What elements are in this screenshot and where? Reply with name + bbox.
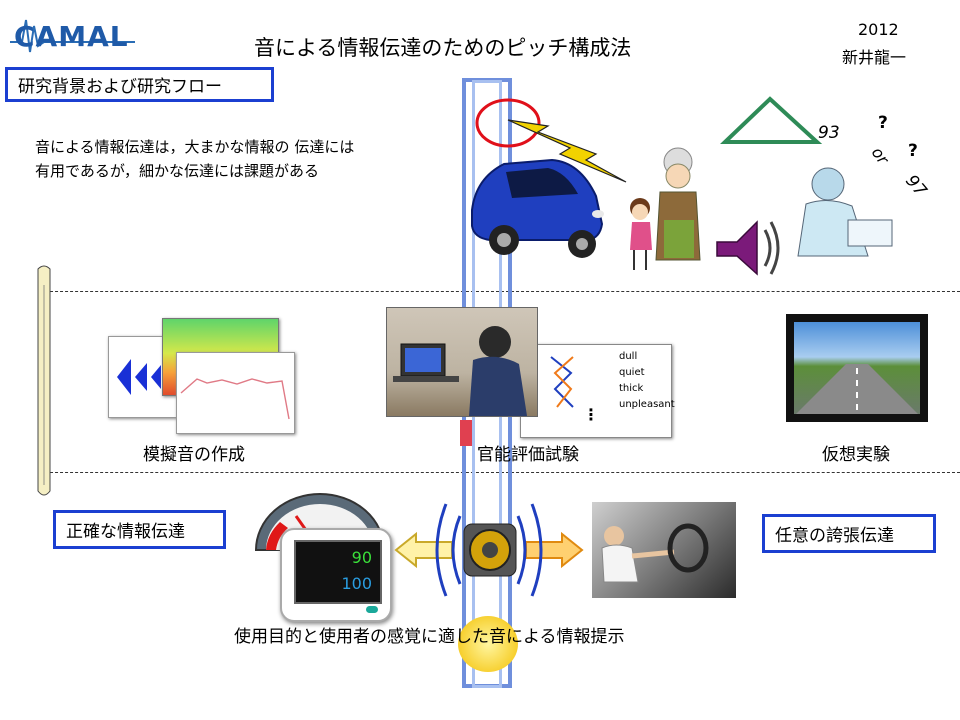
listening-test-photo xyxy=(386,307,538,417)
logo: CAMAL xyxy=(10,12,135,56)
waveform-icon xyxy=(117,359,161,395)
monitor-led xyxy=(366,606,378,613)
triangle-value: 93 xyxy=(818,123,840,143)
triangle-icon xyxy=(720,96,823,144)
speaker-icon xyxy=(716,220,780,276)
scale-lines xyxy=(550,356,574,408)
alt-value: 97 xyxy=(901,171,931,201)
road-icon xyxy=(796,364,918,414)
exaggerated-box: 任意の誇張伝達 xyxy=(762,514,936,553)
listener-figure xyxy=(393,326,527,416)
lightning-icon xyxy=(507,119,627,183)
logo-waveform xyxy=(10,19,135,53)
pitch-graph-card xyxy=(176,352,295,434)
car-icon xyxy=(471,158,604,258)
scale-sheet: us dull quiet thick unpleasant ⋮ xyxy=(520,344,675,438)
background-text-line2: 有用であるが，細かな伝達には課題がある xyxy=(35,162,319,180)
pedestrians-illustration xyxy=(630,147,701,270)
red-marker xyxy=(460,420,472,446)
driver-photo xyxy=(592,502,736,598)
accurate-box: 正確な情報伝達 xyxy=(53,510,226,549)
background-box: 研究背景および研究フロー xyxy=(5,67,274,102)
bottom-caption: 使用目的と使用者の感覚に適した音による情報提示 xyxy=(234,627,625,647)
step-virtual-label: 仮想実験 xyxy=(822,445,890,465)
surgeon-illustration xyxy=(797,167,893,257)
center-speaker-icon xyxy=(435,503,543,597)
monitor-value-bottom: 100 xyxy=(341,574,372,593)
logo-text: CAMAL xyxy=(14,20,129,53)
scale-word-thick: thick xyxy=(619,383,644,394)
scale-ellipsis: ⋮ xyxy=(583,405,599,424)
scale-word-unpleasant: unpleasant xyxy=(619,399,675,410)
pitch-graph-icon xyxy=(180,378,290,420)
focus-circle xyxy=(475,98,541,148)
year: 2012 xyxy=(858,20,899,39)
question-mark-1: ? xyxy=(878,113,888,133)
author: 新井龍一 xyxy=(842,48,907,67)
driver-figure xyxy=(601,523,709,583)
question-mark-2: ? xyxy=(908,141,918,161)
monitor-screen: 90 100 xyxy=(294,540,382,604)
scale-word-dull: dull xyxy=(619,351,638,362)
scroll-decoration xyxy=(37,265,51,496)
step-sensory-label: 官能評価試験 xyxy=(477,445,579,465)
step-synth-label: 模擬音の作成 xyxy=(143,445,245,465)
driving-sim-photo xyxy=(786,314,928,422)
monitor-value-top: 90 xyxy=(351,548,372,567)
page-title: 音による情報伝達のためのピッチ構成法 xyxy=(254,36,632,60)
glow-circle xyxy=(458,616,518,672)
monitor-device: 90 100 xyxy=(280,528,392,622)
scale-word-quiet: quiet xyxy=(619,367,645,378)
background-text-line1: 音による情報伝達は，大まかな情報の 伝達には xyxy=(35,138,355,156)
